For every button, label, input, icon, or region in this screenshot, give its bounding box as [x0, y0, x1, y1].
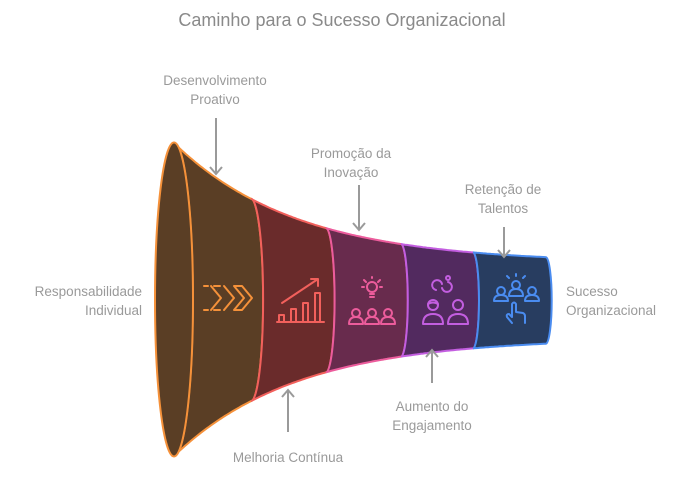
funnel-segment	[472, 251, 553, 350]
talent-select-icon	[493, 273, 540, 324]
start-label-line: Individual	[84, 303, 142, 318]
label-line: Proativo	[190, 92, 240, 107]
label-line: Engajamento	[392, 418, 472, 433]
arrow-icon	[497, 227, 511, 259]
label-line: Inovação	[323, 165, 379, 180]
funnel-segment	[400, 243, 480, 358]
funnel-mouth	[154, 141, 194, 458]
stage-label-retencao: Retenção de Talentos	[403, 180, 603, 218]
double-chevron-icon	[203, 285, 253, 311]
stage-label-desenvolvimento: Desenvolvimento Proativo	[115, 71, 315, 109]
label-line: Aumento do	[395, 399, 469, 414]
arrow-icon	[425, 348, 439, 383]
stage-label-aumento: Aumento do Engajamento	[332, 397, 532, 435]
arrow-icon	[352, 185, 366, 232]
growth-chart-icon	[276, 278, 325, 323]
lightbulb-team-icon	[348, 276, 396, 325]
arrow-icon	[209, 118, 223, 176]
funnel-segment	[325, 227, 409, 374]
stage-label-melhoria: Melhoria Contínua	[188, 448, 388, 467]
start-label: Responsabilidade Individual	[35, 282, 142, 320]
label-line: Promoção da	[310, 146, 392, 161]
stage-label-promocao: Promoção da Inovação	[251, 144, 451, 182]
funnel-segment	[250, 197, 336, 403]
diagram-title: Caminho para o Sucesso Organizacional	[178, 10, 506, 30]
label-line: Retenção de	[464, 182, 542, 197]
label-line: Desenvolvimento	[163, 73, 267, 88]
label-line: Talentos	[477, 201, 529, 216]
engaged-people-icon	[422, 275, 469, 325]
end-label: Sucesso Organizacional	[566, 282, 656, 320]
start-label-line: Responsabilidade	[34, 284, 142, 299]
arrow-icon	[281, 388, 295, 432]
end-label-line: Organizacional	[566, 303, 657, 318]
end-label-line: Sucesso	[566, 284, 618, 299]
label-line: Melhoria Contínua	[232, 450, 344, 465]
